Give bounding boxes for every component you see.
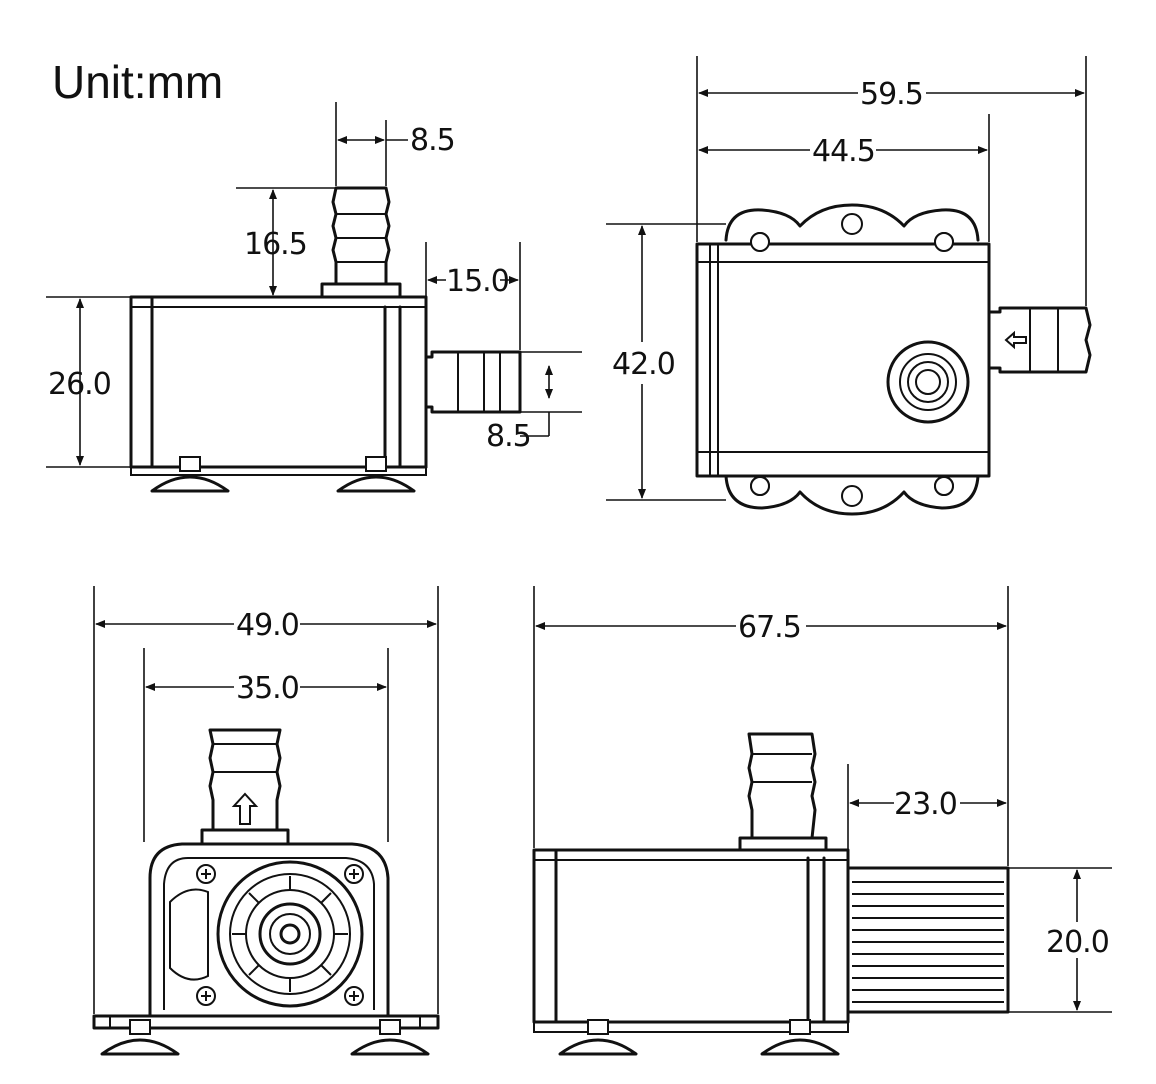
dim-front-overall-width: 49.0	[236, 608, 299, 643]
side-view: 8.5 16.5 26.0 15.0 8.5	[46, 102, 582, 493]
dim-inlet-height: 16.5	[244, 227, 307, 262]
top-view: 59.5 44.5 42.0	[606, 56, 1092, 516]
flow-arrow-icon	[231, 792, 259, 825]
side-motor-view: 67.5 23.0 20.0	[532, 586, 1112, 1056]
dim-top-overall-width: 42.0	[612, 347, 675, 382]
dim-motor-view-overall-length: 67.5	[738, 610, 801, 645]
front-view: 49.0 35.0	[92, 586, 440, 1056]
dim-body-height: 26.0	[48, 367, 111, 402]
page-title: Unit:mm	[52, 56, 223, 108]
dim-motor-diameter: 20.0	[1046, 925, 1109, 960]
dim-top-overall-length: 59.5	[860, 77, 923, 112]
dim-outlet-diameter: 8.5	[486, 419, 531, 454]
dim-motor-length: 23.0	[894, 787, 957, 822]
dim-outlet-length: 15.0	[446, 264, 509, 299]
dim-inlet-diameter: 8.5	[410, 123, 455, 158]
flow-arrow-icon	[1004, 330, 1027, 350]
dim-top-body-length: 44.5	[812, 134, 875, 169]
dim-front-body-width: 35.0	[236, 671, 299, 706]
